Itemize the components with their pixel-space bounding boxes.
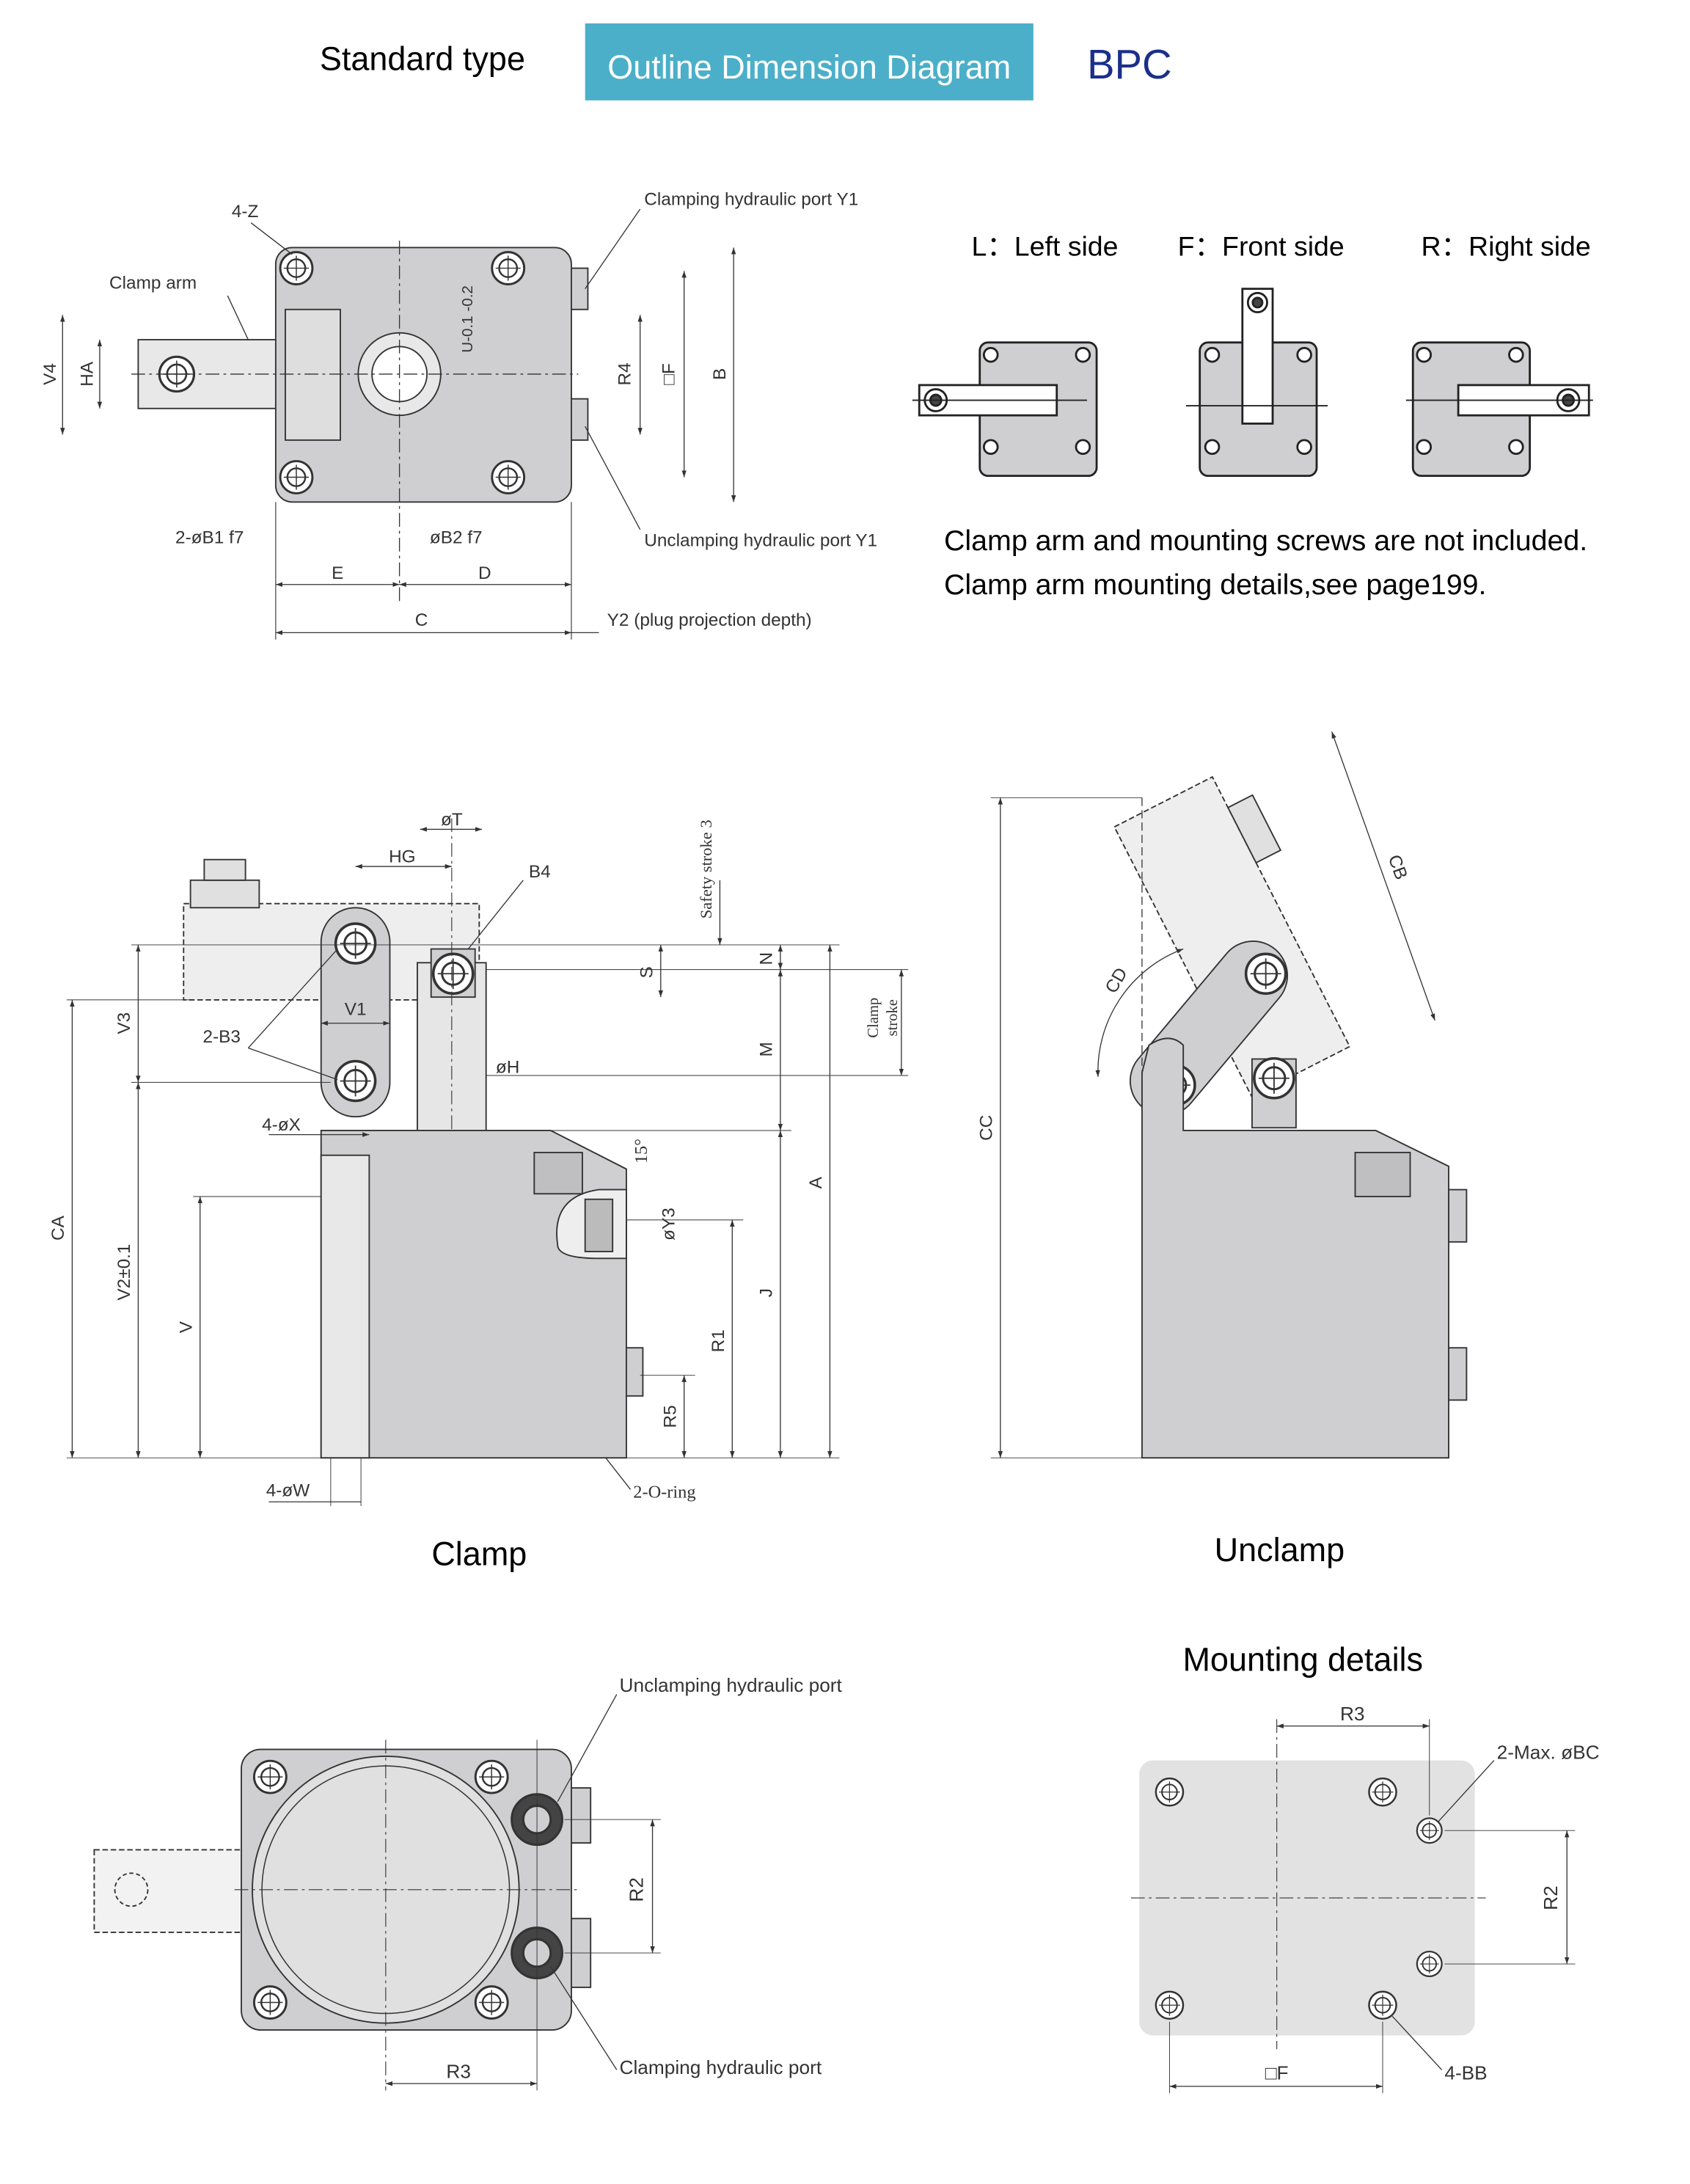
bc-hole-icon-bottom [1416,1951,1443,1978]
mounting-title: Mounting details [1182,1641,1423,1679]
label-d: D [478,563,491,583]
bottom-ghost-arm [93,1849,246,1933]
standard-type-label: Standard type [320,40,525,78]
orientation-labels: L：Left side F：Front side R：Right side [971,231,1590,262]
note-see-page: Clamp arm mounting details,see page199. [944,569,1487,601]
label-f: □F [659,363,679,385]
label-unclamping-port: Unclamping hydraulic port [620,1674,843,1696]
front-side-icon [1185,288,1328,478]
label-v2: V2±0.1 [114,1244,134,1301]
label-r2-bottom: R2 [625,1877,647,1902]
clamp-caption: Clamp [431,1535,527,1572]
top-view-labels: 4-Z Clamp arm Clamping hydraulic port Y1… [40,189,877,630]
label-s: S [637,966,657,978]
label-r2-mount: R2 [1540,1885,1562,1910]
label-cb: CB [1384,852,1411,883]
label-clamp-arm: Clamp arm [109,274,197,293]
clamp-lever [320,907,391,1118]
outline-badge-bg [585,23,1034,101]
label-h: øH [496,1057,519,1077]
label-b4: B4 [529,862,551,882]
mounting-view [1130,1719,1576,2094]
left-side-icon [912,341,1098,478]
note-not-included: Clamp arm and mounting screws are not in… [944,525,1587,557]
unclamp-view [990,731,1468,1459]
label-angle: 15° [632,1139,651,1164]
label-bc: 2-Max. øBC [1497,1742,1600,1764]
label-r3-mount: R3 [1340,1703,1365,1725]
label-e: E [332,563,343,583]
label-u: U-0.1 -0.2 [459,285,476,353]
label-b1: 2-øB1 f7 [175,528,244,548]
header: Standard type Outline Dimension Diagram … [320,23,1172,101]
notes: Clamp arm and mounting screws are not in… [944,525,1587,601]
label-right-side: R：Right side [1421,231,1590,262]
label-clamp-stroke-2: stroke [885,999,901,1036]
label-clamping-port: Clamping hydraulic port [620,2056,822,2078]
label-r1: R1 [709,1329,728,1352]
label-t: øT [441,810,463,830]
label-n: N [757,952,777,965]
label-clamp-stroke-1: Clamp [866,998,882,1038]
label-j: J [757,1288,777,1297]
label-ca: CA [48,1215,68,1241]
label-bb: 4-BB [1444,2062,1487,2084]
label-oring: 2-O-ring [633,1483,695,1502]
label-w: 4-øW [266,1481,310,1501]
unclamp-caption: Unclamp [1215,1531,1345,1568]
clamp-view [66,818,909,1506]
label-r4: R4 [615,362,635,385]
model-label: BPC [1087,41,1172,87]
top-view [60,208,736,640]
label-v1: V1 [345,1000,367,1020]
label-4z: 4-Z [232,202,259,222]
orientation-icons [912,288,1593,478]
bottom-view-labels: Unclamping hydraulic port Clamping hydra… [446,1674,842,2083]
label-v4: V4 [40,363,60,385]
label-b2: øB2 f7 [430,528,483,548]
label-front-side: F：Front side [1178,231,1345,262]
label-c: C [415,610,428,630]
label-v: V [177,1321,197,1333]
label-clamping-port-y1: Clamping hydraulic port Y1 [644,189,858,209]
label-ha: HA [78,361,98,387]
clamp-view-labels: øT HG Safety stroke 3 B4 V3 V1 2-B3 S N … [48,810,901,1502]
label-x: 4-øX [262,1115,301,1135]
label-b: B [710,368,730,380]
label-y3: øY3 [659,1208,679,1241]
label-cc: CC [977,1115,997,1141]
label-f-mount: □F [1265,2062,1289,2084]
label-left-side: L：Left side [971,231,1118,262]
label-v3: V3 [114,1012,134,1034]
mounting-labels: R3 2-Max. øBC R2 □F 4-BB [1265,1703,1600,2083]
label-hg: HG [389,847,416,866]
label-r3-bottom: R3 [446,2061,471,2083]
label-safety-stroke: Safety stroke 3 [697,819,715,918]
outline-badge-label: Outline Dimension Diagram [607,48,1011,86]
bottom-view [93,1694,661,2091]
label-y2: Y2 (plug projection depth) [607,610,812,630]
label-unclamping-port-y1: Unclamping hydraulic port Y1 [644,530,877,550]
label-b3: 2-B3 [203,1027,241,1047]
label-a: A [806,1176,826,1188]
label-cd: CD [1102,965,1132,997]
label-r5: R5 [660,1405,680,1428]
label-m: M [757,1042,777,1056]
right-side-icon [1405,341,1593,478]
